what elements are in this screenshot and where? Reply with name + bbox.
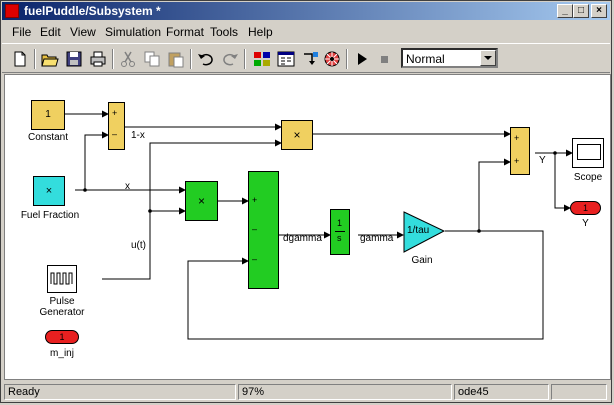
integrator-fraction-bar xyxy=(335,231,345,232)
pulse-generator-block[interactable] xyxy=(47,265,77,293)
scope-screen-icon xyxy=(577,144,601,160)
menu-edit[interactable]: Edit xyxy=(40,25,61,39)
product-block-1[interactable]: × xyxy=(281,120,313,150)
scope-block[interactable] xyxy=(572,138,604,168)
sum-block-big[interactable]: + – – xyxy=(248,171,279,289)
product1-symbol: × xyxy=(293,128,301,142)
chevron-down-icon[interactable] xyxy=(480,50,496,66)
signal-label-x: x xyxy=(125,181,130,192)
menu-tools[interactable]: Tools xyxy=(210,25,239,39)
m-inj-port-number: 1 xyxy=(59,332,65,342)
model-explorer-icon[interactable] xyxy=(276,49,296,69)
gain-value: 1/tau xyxy=(407,225,430,236)
toolbar-separator xyxy=(190,49,192,69)
solver-name: ode45 xyxy=(454,384,549,400)
y-port-number: 1 xyxy=(582,203,588,213)
sum-big-in1-sign: + xyxy=(252,195,258,205)
toolbar xyxy=(2,43,610,73)
library-icon[interactable] xyxy=(252,49,272,69)
minimize-button[interactable]: _ xyxy=(557,4,573,18)
simulink-app-icon xyxy=(5,4,19,18)
toolbar-separator xyxy=(112,49,114,69)
menu-view[interactable]: View xyxy=(70,25,96,39)
close-button[interactable]: × xyxy=(591,4,607,18)
fuel-fraction-label: Fuel Fraction xyxy=(20,210,80,221)
window-title: fuelPuddle/Subsystem * xyxy=(24,4,161,18)
go-to-parent-icon[interactable] xyxy=(300,49,320,69)
menu-bar: File Edit View Simulation Format Tools H… xyxy=(2,22,610,42)
signal-label-ut: u(t) xyxy=(131,240,146,251)
pulse-generator-label-1: Pulse xyxy=(49,296,75,307)
gain-label: Gain xyxy=(411,255,433,266)
signal-label-dgamma: dgamma xyxy=(283,233,322,244)
gain-block[interactable] xyxy=(403,211,447,253)
integrator-denominator: s xyxy=(337,233,342,243)
zoom-level: 97% xyxy=(238,384,452,400)
menu-help[interactable]: Help xyxy=(248,25,273,39)
constant-block[interactable]: 1 xyxy=(31,100,65,130)
signal-lines xyxy=(65,110,573,340)
sum-out-in1-sign: + xyxy=(514,133,520,143)
status-bar: Ready 97% ode45 xyxy=(2,382,610,402)
product2-symbol: × xyxy=(197,194,205,208)
constant-label: Constant xyxy=(27,132,69,143)
new-icon[interactable] xyxy=(10,49,30,69)
y-outport-label: Y xyxy=(582,218,589,229)
menu-format[interactable]: Format xyxy=(166,25,205,39)
copy-icon[interactable] xyxy=(142,49,162,69)
status-text: Ready xyxy=(4,384,236,400)
toolbar-separator xyxy=(34,49,36,69)
sum-big-in2-sign: – xyxy=(252,224,258,234)
signal-label-one-minus-x: 1-x xyxy=(131,130,145,141)
fuel-fraction-symbol: × xyxy=(45,185,53,197)
signal-label-y: Y xyxy=(539,155,546,166)
sum1-in1-sign: + xyxy=(112,108,118,118)
cut-icon[interactable] xyxy=(118,49,138,69)
product-block-2[interactable]: × xyxy=(185,181,218,221)
title-bar[interactable]: fuelPuddle/Subsystem * _ □ × xyxy=(2,2,610,20)
start-simulation-icon[interactable] xyxy=(352,49,372,69)
pulse-wave-icon xyxy=(50,272,73,285)
integrator-numerator: 1 xyxy=(337,218,343,228)
toolbar-separator xyxy=(346,49,348,69)
sum-big-in3-sign: – xyxy=(252,254,258,264)
m-inj-label: m_inj xyxy=(50,348,74,359)
integrator-block[interactable]: 1 s xyxy=(330,209,350,255)
undo-icon[interactable] xyxy=(196,49,216,69)
sum-out-in2-sign: + xyxy=(514,156,520,166)
m-inj-inport[interactable]: 1 xyxy=(45,330,79,344)
pulse-generator-label-2: Generator xyxy=(39,307,85,318)
simulation-mode-value: Normal xyxy=(406,52,445,66)
constant-value: 1 xyxy=(45,109,51,120)
y-outport[interactable]: 1 xyxy=(570,201,601,215)
menu-simulation[interactable]: Simulation xyxy=(105,25,162,39)
toolbar-separator xyxy=(244,49,246,69)
status-extra-field xyxy=(551,384,607,400)
redo-icon[interactable] xyxy=(220,49,240,69)
scope-label: Scope xyxy=(573,172,603,183)
menu-file[interactable]: File xyxy=(12,25,32,39)
sum-block-1[interactable]: + – xyxy=(108,102,125,150)
sum-block-out[interactable]: + + xyxy=(510,127,530,175)
debugger-icon[interactable] xyxy=(322,49,342,69)
print-icon[interactable] xyxy=(88,49,108,69)
stop-simulation-icon[interactable] xyxy=(374,49,394,69)
fuel-fraction-block[interactable]: × xyxy=(33,176,65,206)
open-icon[interactable] xyxy=(40,49,60,69)
sum1-in2-sign: – xyxy=(112,129,118,139)
save-icon[interactable] xyxy=(64,49,84,69)
model-canvas[interactable]: 1 Constant × Fuel Fraction Pulse Generat… xyxy=(4,74,611,380)
paste-icon[interactable] xyxy=(166,49,186,69)
signal-label-gamma: gamma xyxy=(360,233,394,244)
simulation-mode-select[interactable]: Normal xyxy=(401,48,498,68)
maximize-button[interactable]: □ xyxy=(573,4,589,18)
